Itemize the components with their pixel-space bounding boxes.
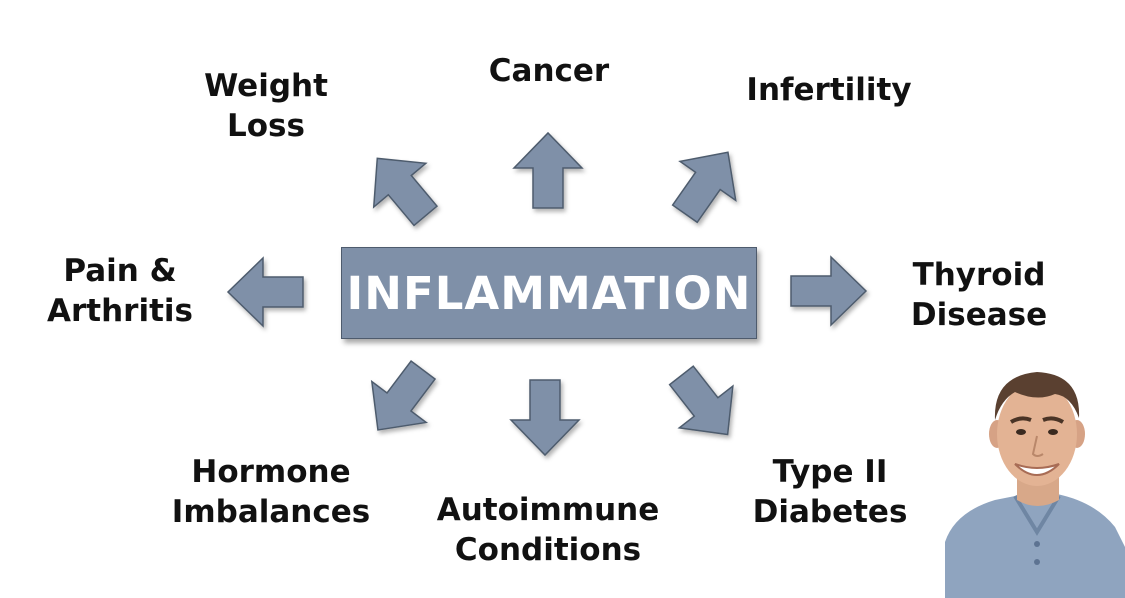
inflammation-box: INFLAMMATION: [341, 247, 757, 339]
inflammation-title: INFLAMMATION: [346, 266, 752, 320]
label-type2-diabetes: Type II Diabetes: [752, 454, 908, 531]
arrow-to-infertility: [656, 131, 757, 234]
label-autoimmune-conditions: Autoimmune Conditions: [436, 492, 660, 569]
arrow-to-type2-diabetes: [653, 353, 756, 457]
arrow-to-pain-arthritis: [227, 257, 304, 327]
label-pain-arthritis: Pain & Arthritis: [47, 253, 193, 330]
arrow-to-autoimmune-conditions: [510, 379, 580, 456]
label-cancer: Cancer: [488, 53, 610, 89]
label-thyroid-disease: Thyroid Disease: [910, 257, 1048, 334]
arrow-to-hormone-imbalances: [350, 348, 451, 452]
label-hormone-imbalances: Hormone Imbalances: [171, 454, 371, 531]
arrow-to-weight-loss: [350, 135, 453, 239]
arrow-to-cancer: [513, 132, 583, 209]
label-infertility: Infertility: [746, 72, 912, 108]
label-weight-loss: Weight Loss: [204, 68, 328, 145]
presenter-portrait-icon: [945, 362, 1125, 598]
arrow-to-thyroid-disease: [790, 256, 867, 326]
